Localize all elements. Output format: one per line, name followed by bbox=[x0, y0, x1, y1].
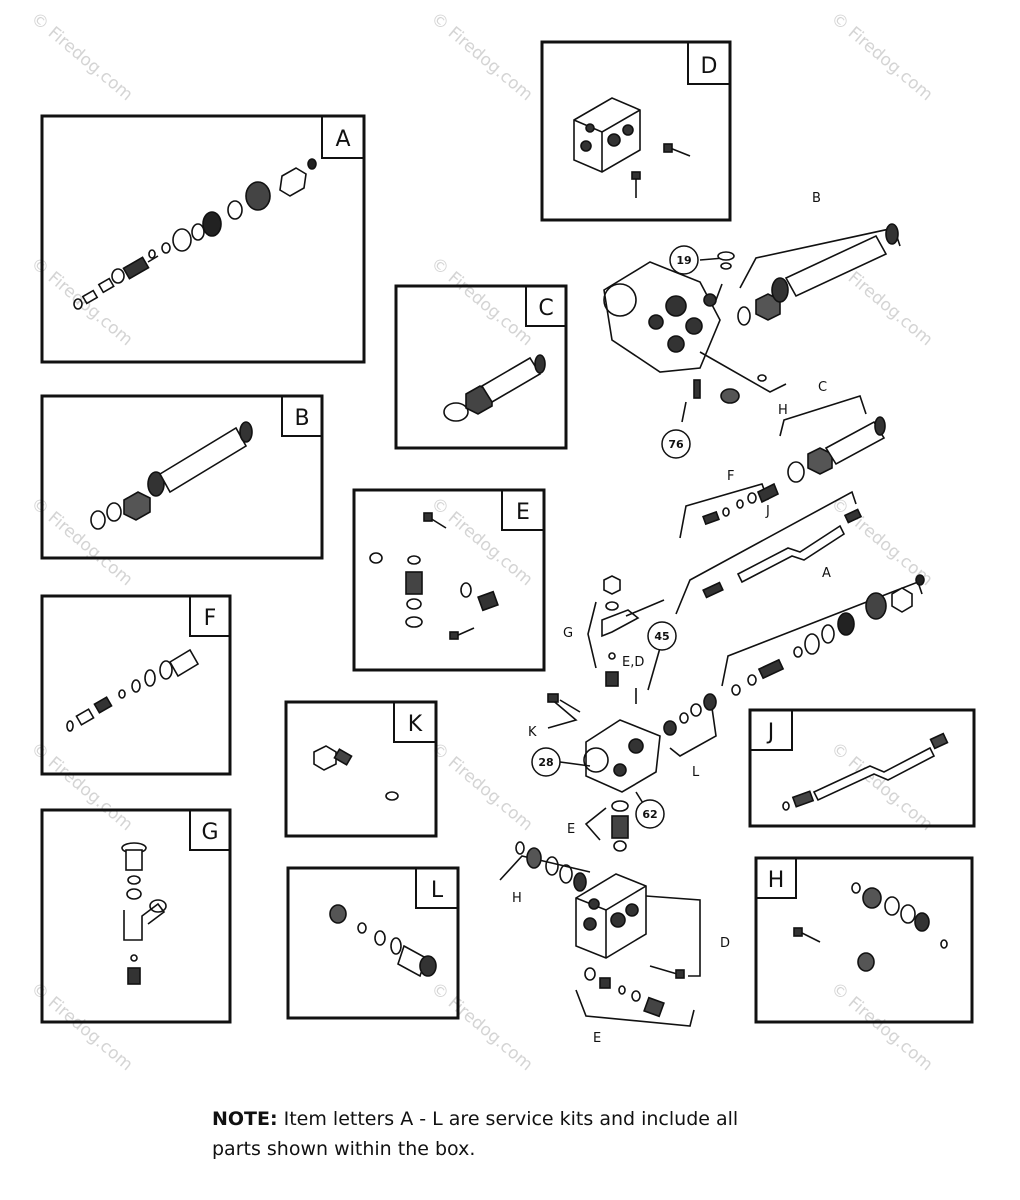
exploded-pump-upper: B H C bbox=[603, 191, 901, 483]
watermark-text: © Firedog.com bbox=[827, 9, 937, 106]
callout-62-text: 62 bbox=[642, 808, 657, 821]
watermark-text: © Firedog.com bbox=[427, 254, 537, 351]
callout-28-text: 28 bbox=[538, 756, 553, 769]
kit-box-h: H bbox=[754, 856, 974, 1024]
kit-l-parts bbox=[329, 904, 437, 978]
kit-letter-g: G bbox=[201, 820, 218, 845]
exploded-label-h: H bbox=[778, 403, 788, 418]
callout-19: 19 bbox=[669, 245, 699, 275]
exploded-label-b: B bbox=[812, 191, 821, 206]
kit-j-parts bbox=[782, 732, 949, 811]
kit-letter-l: L bbox=[431, 878, 444, 903]
kit-box-k: K bbox=[284, 700, 438, 838]
exploded-label-j: J bbox=[765, 504, 770, 519]
callout-45: 45 bbox=[647, 621, 677, 651]
kit-box-l: L bbox=[286, 866, 460, 1020]
watermark-text: © Firedog.com bbox=[827, 979, 937, 1076]
kit-e-parts bbox=[369, 512, 499, 640]
exploded-label-g: G bbox=[563, 626, 573, 641]
watermark-text: © Firedog.com bbox=[427, 9, 537, 106]
note-label: NOTE: bbox=[212, 1108, 278, 1130]
kit-b-parts bbox=[90, 421, 253, 530]
callout-19-text: 19 bbox=[676, 254, 691, 267]
kit-h-parts bbox=[793, 882, 948, 972]
exploded-label-ed: E,D bbox=[622, 655, 644, 670]
exploded-label-a: A bbox=[822, 566, 831, 581]
kit-f-parts bbox=[66, 648, 200, 732]
exploded-label-c: C bbox=[818, 380, 827, 395]
exploded-pump-lower: E H D E bbox=[499, 800, 730, 1046]
note-line-2: parts shown within the box. bbox=[212, 1138, 476, 1160]
kit-letter-c: C bbox=[538, 296, 553, 321]
exploded-label-e-mid: E bbox=[567, 822, 575, 837]
callout-76-text: 76 bbox=[668, 438, 684, 451]
kit-box-g: G bbox=[40, 808, 232, 1024]
callout-28: 28 bbox=[531, 747, 561, 777]
exploded-label-e-low: E bbox=[593, 1031, 601, 1046]
callout-76: 76 bbox=[661, 429, 691, 459]
watermark-layer: © Firedog.com © Firedog.com © Firedog.co… bbox=[27, 9, 937, 1076]
exploded-label-k: K bbox=[528, 725, 537, 740]
kit-letter-h: H bbox=[768, 868, 785, 893]
kit-g-parts bbox=[121, 842, 167, 985]
kit-a-parts bbox=[73, 158, 317, 310]
watermark-text: © Firedog.com bbox=[427, 739, 537, 836]
kit-c-parts bbox=[443, 354, 546, 422]
kit-box-a: A bbox=[40, 114, 366, 364]
kit-letter-b: B bbox=[294, 406, 309, 431]
kit-letter-a: A bbox=[335, 127, 350, 152]
exploded-label-l: L bbox=[692, 765, 700, 780]
kit-letter-f: F bbox=[204, 606, 217, 631]
callouts: 19 76 45 28 62 bbox=[531, 245, 699, 829]
exploded-label-f: F bbox=[727, 469, 734, 484]
kit-letter-d: D bbox=[701, 54, 718, 79]
note-line-1: Item letters A - L are service kits and … bbox=[277, 1108, 739, 1130]
kit-box-e: E bbox=[352, 488, 546, 672]
kit-letter-k: K bbox=[408, 712, 423, 737]
kit-d-parts bbox=[573, 97, 691, 198]
watermark-text: © Firedog.com bbox=[27, 9, 137, 106]
kit-box-d: D bbox=[540, 40, 732, 222]
exploded-label-h-low: H bbox=[512, 891, 522, 906]
exploded-label-d-low: D bbox=[720, 936, 730, 951]
service-kit-note: NOTE: Item letters A - L are service kit… bbox=[212, 1104, 852, 1164]
callout-62: 62 bbox=[635, 799, 665, 829]
kit-box-j: J bbox=[748, 708, 976, 828]
exploded-manifold: F J A L bbox=[528, 469, 925, 809]
kit-box-b: B bbox=[40, 394, 324, 560]
kit-box-c: C bbox=[394, 284, 568, 450]
kit-letter-e: E bbox=[516, 500, 530, 525]
kit-box-f: F bbox=[40, 594, 232, 776]
kit-k-parts bbox=[313, 745, 399, 801]
kit-letter-j: J bbox=[766, 720, 775, 745]
callout-45-text: 45 bbox=[654, 630, 669, 643]
watermark-text: © Firedog.com bbox=[427, 979, 537, 1076]
